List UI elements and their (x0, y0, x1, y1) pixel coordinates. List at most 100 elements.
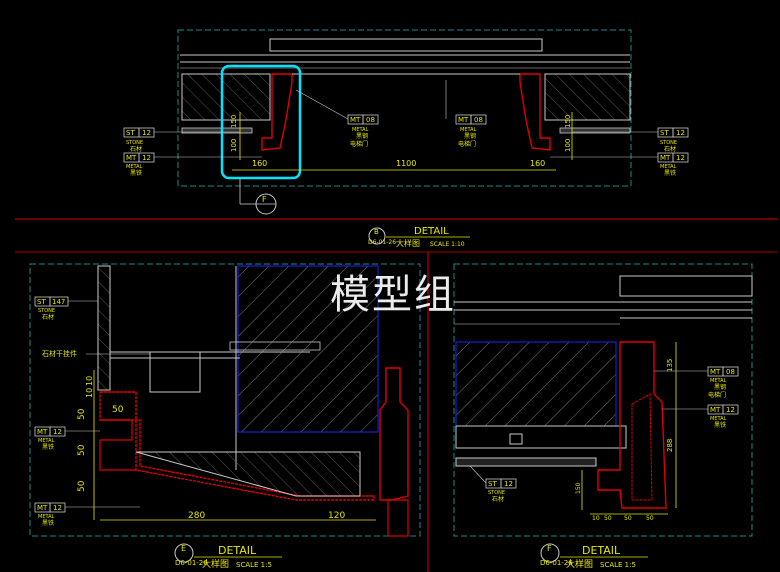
tag-mt12-left: MT 12 METAL 黑铁 (123, 152, 155, 177)
detail-e-frame (29, 263, 421, 537)
svg-text:METAL: METAL (460, 127, 477, 133)
dim-e-50c: 50 (77, 444, 87, 456)
svg-text:ST: ST (488, 480, 497, 488)
tag-mt12b: MT 12 METAL 黑铁 (34, 502, 66, 527)
svg-text:STONE: STONE (126, 140, 143, 146)
svg-text:MT: MT (458, 116, 469, 124)
svg-text:ST: ST (126, 129, 135, 137)
tag-mt12-right: MT 12 METAL 黑铁 (657, 152, 689, 177)
watermark-text: 模型组 (330, 272, 456, 318)
left-wall-hatch (181, 73, 271, 121)
elevator-frame-f (597, 341, 667, 509)
tag-mt08-mid1: MT 08 METAL 黑钢 电梯门 (347, 114, 379, 148)
svg-text:黑钢: 黑钢 (714, 383, 726, 391)
right-door-frame (519, 73, 551, 151)
svg-text:DETAIL: DETAIL (414, 226, 449, 237)
svg-text:B: B (374, 228, 379, 236)
svg-text:D6-01-26: D6-01-26 (175, 559, 208, 567)
svg-text:ST: ST (37, 298, 46, 306)
dim-160-right: 160 (530, 159, 545, 168)
dim-160-left: 160 (252, 159, 267, 168)
dim-150-right: 150 (564, 115, 572, 128)
tag-mt08-f: MT 08 METAL 黑钢 电梯门 (707, 366, 739, 399)
left-door-frame (261, 73, 293, 151)
svg-text:电梯门: 电梯门 (350, 140, 368, 148)
svg-text:石材: 石材 (664, 145, 676, 153)
concrete-slab-f (455, 341, 617, 427)
dim-f-150: 150 (575, 482, 582, 494)
dim-100-right: 100 (564, 139, 572, 152)
svg-text:黑钢: 黑钢 (356, 132, 368, 140)
svg-text:METAL: METAL (38, 438, 55, 444)
tag-mt12a: MT 12 METAL 黑铁 (34, 426, 66, 451)
dim-e-10a: 10 (85, 376, 94, 386)
svg-text:MT: MT (710, 368, 721, 376)
svg-text:石材: 石材 (130, 145, 142, 153)
stone-cladding (97, 265, 111, 391)
dim-e-50d: 50 (77, 480, 87, 492)
svg-text:SCALE 1:10: SCALE 1:10 (430, 241, 465, 248)
svg-text:12: 12 (504, 480, 513, 488)
dim-100-left: 100 (230, 139, 238, 152)
svg-text:大样图: 大样图 (202, 558, 229, 570)
svg-text:E: E (181, 544, 186, 553)
dim-f-288: 288 (666, 439, 674, 452)
svg-text:大样图: 大样图 (396, 238, 420, 248)
svg-text:METAL: METAL (660, 164, 677, 170)
detail-f: 135 288 150 10 50 50 50 MT 08 METAL 黑钢 电… (453, 263, 753, 570)
door-header (269, 38, 543, 52)
svg-text:METAL: METAL (126, 164, 143, 170)
detail-e: 10 10 50 50 50 50 280 120 ST 147 STONE 石… (29, 263, 421, 570)
tag-st12-left: ST 12 STONE 石材 (123, 127, 155, 153)
tag-st12-f: ST 12 STONE 石材 (485, 478, 517, 503)
svg-text:STONE: STONE (488, 490, 505, 496)
concrete-wall (237, 265, 379, 433)
dim-f-50c: 50 (646, 515, 654, 522)
svg-text:147: 147 (52, 298, 65, 306)
svg-text:MT: MT (37, 428, 48, 436)
dim-150-left: 150 (230, 115, 238, 128)
svg-text:METAL: METAL (710, 378, 727, 384)
right-wall-hatch (544, 73, 631, 121)
dim-e-10b: 10 (85, 388, 94, 398)
top-section-b: 160 1100 160 100 150 100 150 ST 12 STONE… (123, 29, 689, 248)
svg-text:12: 12 (53, 504, 62, 512)
svg-text:MT: MT (660, 154, 671, 162)
svg-text:12: 12 (142, 154, 151, 162)
anchor-label: 石材干挂件 (42, 349, 77, 358)
svg-text:黑钢: 黑钢 (464, 132, 476, 140)
tag-mt08-mid2: MT 08 METAL 黑钢 电梯门 (455, 114, 487, 148)
svg-text:08: 08 (474, 116, 483, 124)
svg-text:黑铁: 黑铁 (42, 443, 54, 451)
svg-text:DETAIL: DETAIL (582, 544, 621, 557)
callout-highlight-box (220, 64, 302, 180)
svg-text:ST: ST (660, 129, 669, 137)
svg-text:MT: MT (37, 504, 48, 512)
tag-st12-right: ST 12 STONE 石材 (657, 127, 689, 153)
svg-text:METAL: METAL (710, 416, 727, 422)
title-block-e: E D6-01-26 DETAIL 大样图 SCALE 1:5 (174, 543, 282, 570)
svg-text:SCALE 1:5: SCALE 1:5 (600, 561, 636, 569)
svg-text:SCALE 1:5: SCALE 1:5 (236, 561, 272, 569)
svg-text:黑铁: 黑铁 (130, 169, 142, 177)
svg-text:STONE: STONE (38, 308, 55, 314)
svg-text:黑铁: 黑铁 (714, 421, 726, 429)
dim-e-120: 120 (328, 511, 345, 521)
dim-f-135: 135 (666, 359, 674, 372)
tag-mt12-f: MT 12 METAL 黑铁 (707, 404, 739, 429)
svg-text:METAL: METAL (38, 514, 55, 520)
dim-e-50b: 50 (112, 405, 124, 415)
top-frame (177, 29, 632, 187)
svg-text:电梯门: 电梯门 (458, 140, 476, 148)
title-block-f: F D6-01-26 DETAIL 大样图 SCALE 1:5 (540, 543, 648, 570)
svg-text:DETAIL: DETAIL (218, 544, 257, 557)
svg-text:D6-01-26: D6-01-26 (540, 559, 573, 567)
dim-f-10: 10 (592, 515, 600, 522)
section-marker-f: F (239, 178, 277, 215)
title-block-b: B D6-01-26 DETAIL 大样图 SCALE 1:10 (368, 226, 470, 248)
svg-text:12: 12 (142, 129, 151, 137)
svg-text:D6-01-26: D6-01-26 (368, 239, 396, 246)
svg-text:METAL: METAL (352, 127, 369, 133)
svg-text:电梯门: 电梯门 (708, 391, 726, 399)
